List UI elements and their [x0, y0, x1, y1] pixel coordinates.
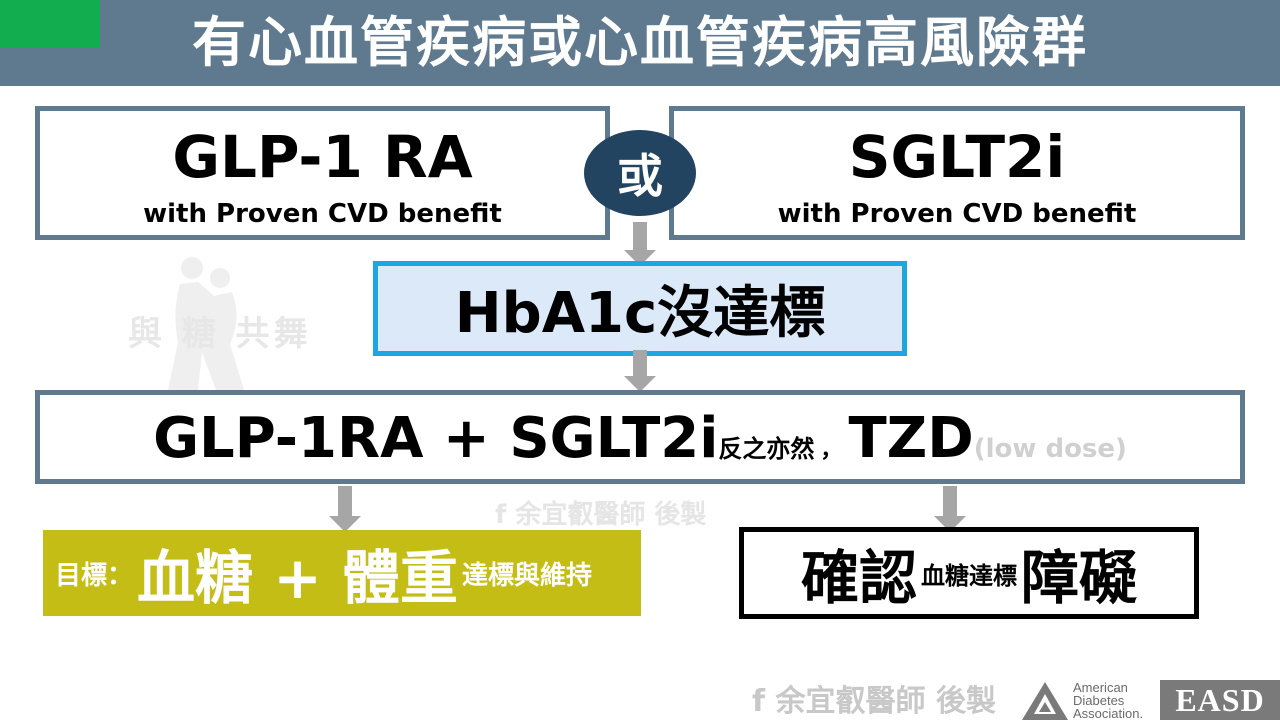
goal-box: 目標： 血糖 + 體重 達標與維持 — [43, 530, 641, 616]
header-accent — [0, 0, 100, 48]
goal-main: 血糖 + 體重 — [137, 544, 458, 612]
barrier-confirm: 確認 — [800, 544, 917, 612]
combination-main: GLP-1RA + SGLT2i — [153, 406, 719, 471]
combination-low-dose: (low dose) — [973, 434, 1127, 464]
goal-suffix: 達標與維持 — [462, 560, 593, 591]
sglt2i-box: SGLT2i with Proven CVD benefit — [669, 106, 1245, 240]
watermark-text-left: 與 糖 共舞 — [128, 314, 312, 354]
easd-logo: EASD — [1160, 680, 1280, 720]
ada-line-1: American — [1073, 680, 1128, 695]
arrow-down-icon — [623, 350, 657, 392]
watermark-text-bottom: f 余宜叡醫師 後製 — [752, 684, 996, 719]
combination-tzd: TZD — [848, 406, 974, 471]
dancer-watermark-icon — [168, 257, 244, 390]
sglt2i-title: SGLT2i — [848, 123, 1066, 191]
barrier-obstacles: 障礙 — [1021, 544, 1138, 612]
ada-line-2: Diabetes — [1073, 693, 1125, 708]
ada-logo-icon — [1022, 682, 1068, 720]
arrow-down-icon — [328, 486, 362, 532]
glp1-ra-title: GLP-1 RA — [172, 123, 473, 191]
page-title: 有心血管疾病或心血管疾病高風險群 — [192, 11, 1088, 74]
watermark-text-center: f 余宜叡醫師 後製 — [495, 500, 707, 530]
hba1c-not-met-box: HbA1c沒達標 — [373, 261, 907, 356]
arrow-down-icon — [623, 222, 657, 266]
glp1-ra-box: GLP-1 RA with Proven CVD benefit — [35, 106, 610, 240]
or-circle: 或 — [584, 130, 696, 216]
combination-therapy-box: GLP-1RA + SGLT2i反之亦然，TZD(low dose) — [35, 390, 1245, 484]
barrier-glucose-target: 血糖達標 — [921, 561, 1017, 590]
combination-vice-versa: 反之亦然 — [718, 435, 815, 463]
ada-logo-text: American Diabetes Association. — [1073, 681, 1143, 720]
sglt2i-subtitle: with Proven CVD benefit — [777, 199, 1137, 229]
ada-line-3: Association. — [1073, 706, 1144, 721]
arrow-down-icon — [933, 486, 967, 532]
glp1-ra-subtitle: with Proven CVD benefit — [143, 199, 502, 229]
barrier-box: 確認 血糖達標 障礙 — [739, 527, 1199, 619]
combination-comma: ， — [820, 438, 843, 463]
header-bar — [0, 0, 1280, 86]
combination-line: GLP-1RA + SGLT2i反之亦然，TZD(low dose) — [40, 403, 1240, 488]
goal-prefix: 目標： — [55, 560, 134, 591]
